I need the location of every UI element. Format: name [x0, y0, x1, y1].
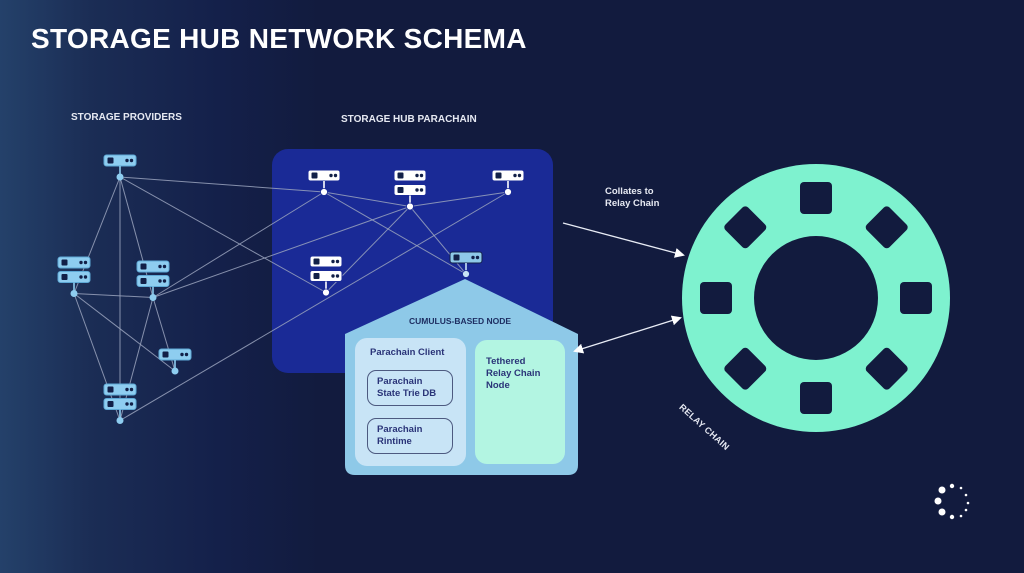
- network-link: [152, 206, 411, 298]
- node-port-dot: [320, 188, 328, 196]
- server-node-p2: [57, 256, 91, 297]
- tether-arrow: [573, 315, 682, 354]
- network-link: [73, 293, 154, 298]
- network-link: [119, 176, 325, 193]
- state-trie-db-line-1: Parachain: [377, 376, 423, 387]
- node-port-dot: [171, 367, 179, 375]
- parachain-slot: [865, 206, 908, 249]
- node-port-dot: [149, 294, 157, 301]
- server-node-h5: [449, 251, 483, 278]
- server-icon: [103, 383, 137, 396]
- network-link: [119, 191, 509, 421]
- collates-label: Collates to Relay Chain: [605, 186, 659, 210]
- server-icon: [393, 184, 427, 196]
- server-icon: [393, 169, 427, 182]
- server-icon: [449, 251, 483, 264]
- server-icon: [136, 275, 170, 287]
- network-link: [409, 206, 467, 275]
- network-link: [323, 191, 411, 207]
- node-port-dot: [322, 288, 330, 297]
- collates-line-1: Collates to: [605, 186, 654, 197]
- network-link: [73, 293, 176, 372]
- collates-arrow: [562, 222, 685, 258]
- server-node-h2: [393, 169, 427, 211]
- tethered-relay-chain-node-panel: Tethered Relay Chain Node: [475, 340, 565, 464]
- node-port-dot: [116, 173, 124, 181]
- network-link: [119, 176, 327, 293]
- cumulus-node-title: CUMULUS-BASED NODE: [409, 316, 511, 326]
- nodes-layer: [57, 154, 525, 424]
- server-node-p4: [158, 348, 192, 375]
- links-layer: [73, 176, 509, 421]
- parachain-slot: [865, 347, 908, 390]
- server-node-p3: [136, 260, 170, 301]
- parachain-slot: [724, 347, 767, 390]
- node-port-dot: [406, 202, 414, 211]
- parachain-slot: [700, 282, 732, 314]
- server-icon: [307, 169, 341, 182]
- storage-providers-label: STORAGE PROVIDERS: [71, 112, 182, 123]
- tethered-line-3: Node: [486, 380, 510, 391]
- parachain-slot: [800, 182, 832, 214]
- server-node-h3: [491, 169, 525, 196]
- network-link: [323, 191, 467, 275]
- server-icon: [158, 348, 192, 361]
- storage-hub-parachain-label: STORAGE HUB PARACHAIN: [341, 114, 477, 125]
- parachain-slot: [900, 282, 932, 314]
- server-icon: [103, 154, 137, 167]
- parachain-client-title: Parachain Client: [370, 347, 445, 358]
- node-port-dot: [116, 417, 124, 424]
- spinner-icon: [934, 483, 970, 520]
- server-icon: [136, 260, 170, 273]
- runtime-line-1: Parachain: [377, 424, 423, 435]
- state-trie-db-line-2: State Trie DB: [377, 388, 437, 399]
- server-node-h4: [309, 255, 343, 297]
- state-trie-db-box: Parachain State Trie DB: [367, 370, 453, 406]
- server-icon: [57, 256, 91, 269]
- server-icon: [491, 169, 525, 182]
- runtime-line-2: Rintime: [377, 436, 412, 447]
- node-port-dot: [70, 290, 78, 297]
- server-node-p1: [103, 154, 137, 181]
- relay-chain-ring: [682, 164, 950, 432]
- server-icon: [103, 398, 137, 410]
- network-link: [409, 191, 509, 207]
- server-icon: [57, 271, 91, 283]
- relay-ring-center: [754, 236, 878, 360]
- parachain-slot: [800, 382, 832, 414]
- parachain-runtime-box: Parachain Rintime: [367, 418, 453, 454]
- page-title: STORAGE HUB NETWORK SCHEMA: [31, 23, 527, 54]
- tethered-line-2: Relay Chain: [486, 368, 541, 379]
- collates-line-2: Relay Chain: [605, 198, 660, 209]
- server-node-p5: [103, 383, 137, 424]
- node-port-dot: [504, 188, 512, 196]
- server-icon: [309, 270, 343, 282]
- network-link: [152, 191, 325, 298]
- server-node-h1: [307, 169, 341, 196]
- parachain-slot: [724, 206, 767, 249]
- server-icon: [309, 255, 343, 268]
- node-port-dot: [462, 270, 470, 278]
- tethered-line-1: Tethered: [486, 356, 526, 367]
